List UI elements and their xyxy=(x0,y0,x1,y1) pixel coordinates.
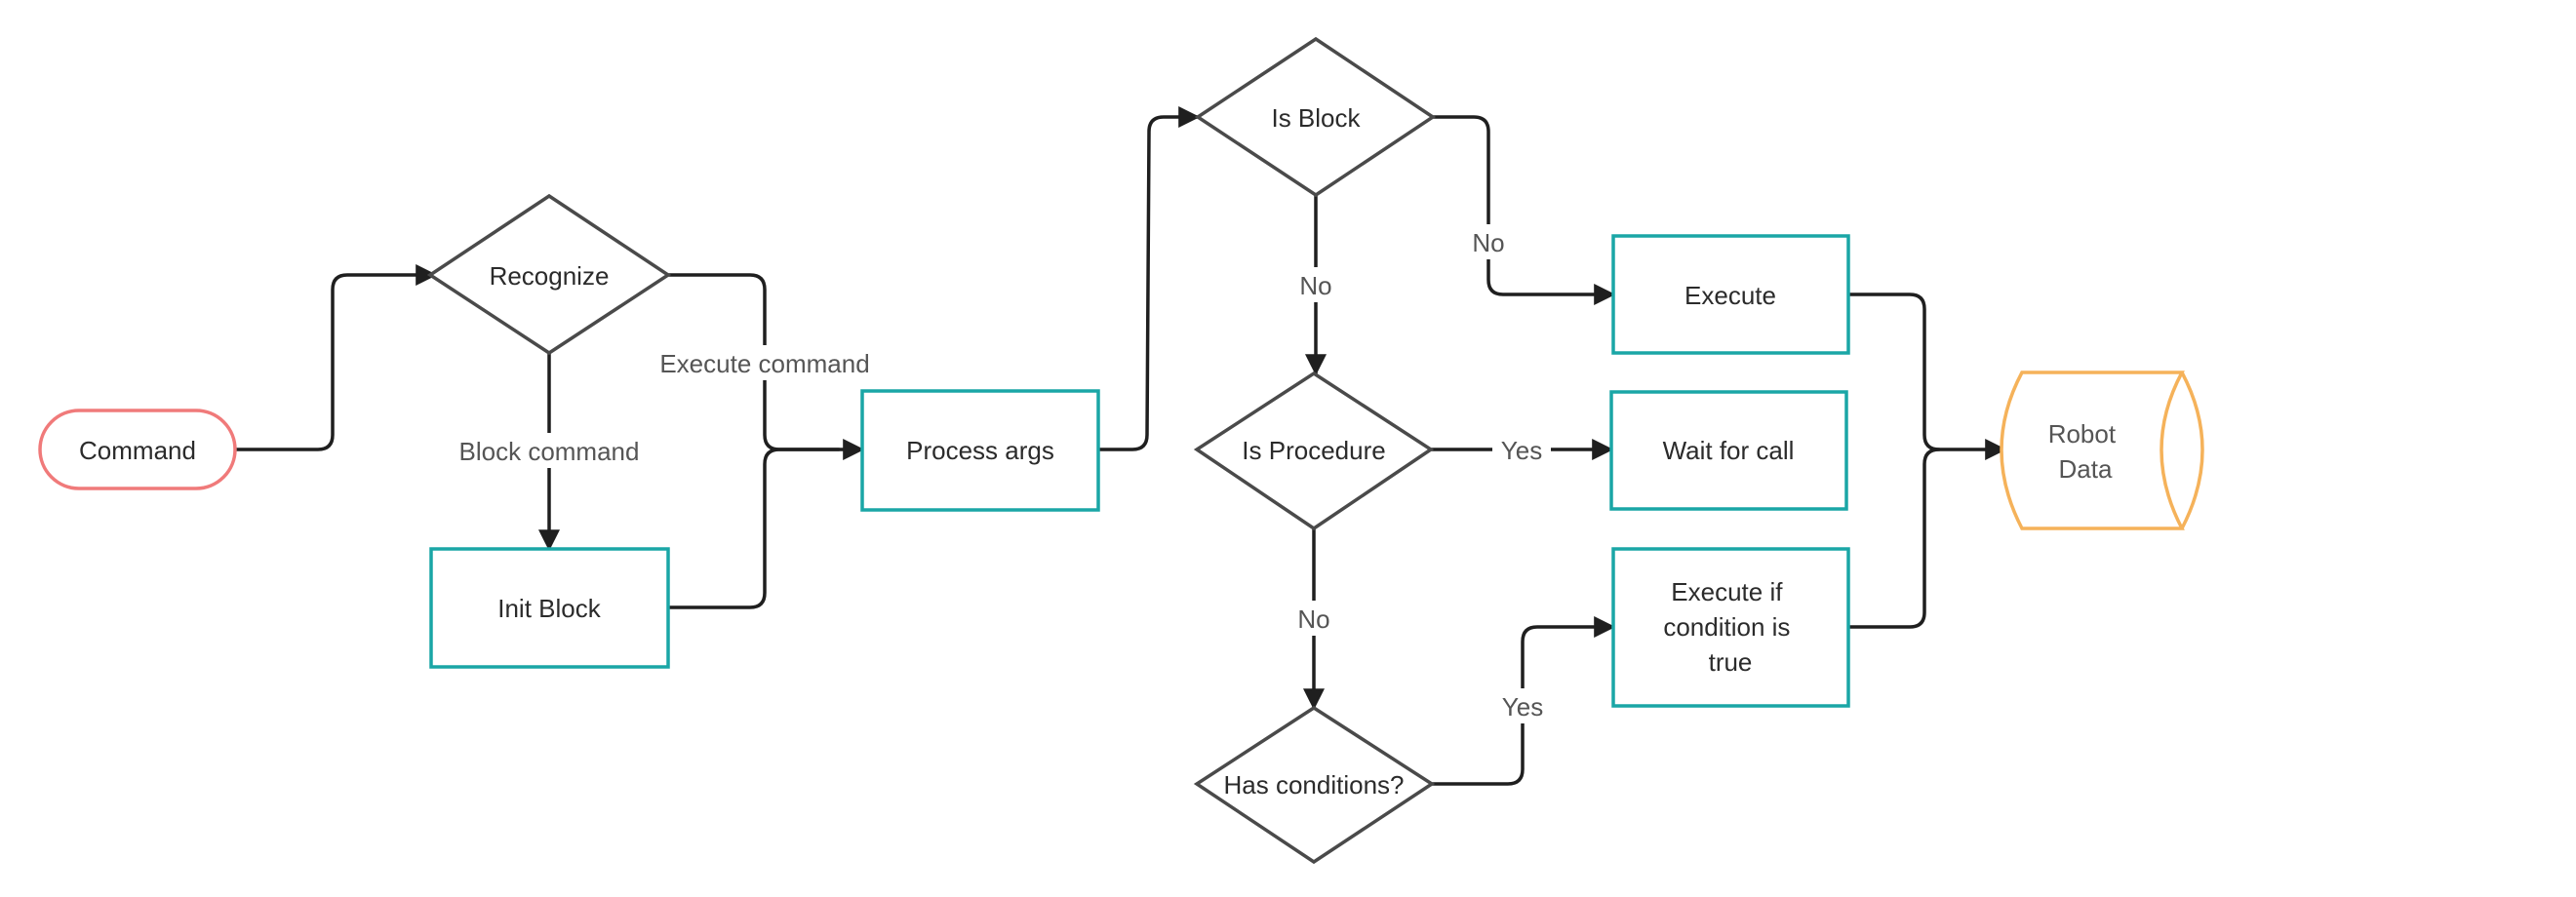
node-is-block-label: Is Block xyxy=(1271,103,1361,133)
node-execute-if-line-2: condition is xyxy=(1663,612,1790,642)
edge-label-is-block-no-right: No xyxy=(1472,228,1504,257)
node-process-args-label: Process args xyxy=(906,436,1054,465)
node-init-block-label: Init Block xyxy=(497,594,601,623)
edge-label-is-block-no-down: No xyxy=(1299,271,1331,300)
node-is-procedure[interactable]: Is Procedure xyxy=(1193,370,1435,531)
data-storage-curve xyxy=(2180,371,2204,529)
decision-diamond-shape xyxy=(1193,705,1436,865)
edge-label-procedure-yes: Yes xyxy=(1501,436,1542,465)
node-recognize-label: Recognize xyxy=(490,261,610,291)
data-storage-shape xyxy=(2000,370,2185,530)
node-has-conditions-label: Has conditions? xyxy=(1224,770,1405,800)
node-robot-data-label: Robot Data xyxy=(2048,419,2123,484)
node-execute-if-label: Execute if condition is true xyxy=(1663,577,1797,677)
node-robot-data-line-2: Data xyxy=(2059,454,2113,484)
edge-init-block-to-process-args xyxy=(666,448,841,609)
edge-labels: Block command Execute command No No Yes … xyxy=(447,224,1552,723)
process-box-shape xyxy=(429,547,670,669)
node-execute-if-line-3: true xyxy=(1709,647,1753,677)
edge-process-args-to-is-block xyxy=(1096,106,1201,451)
process-box-shape xyxy=(1611,234,1850,355)
node-command[interactable]: Command xyxy=(38,409,237,490)
node-recognize[interactable]: Recognize xyxy=(426,193,672,356)
node-wait-for-call[interactable]: Wait for call xyxy=(1609,390,1848,511)
edge-label-conditions-yes: Yes xyxy=(1502,692,1543,722)
node-robot-data[interactable]: Robot Data xyxy=(2000,370,2204,530)
node-is-procedure-label: Is Procedure xyxy=(1242,436,1385,465)
node-robot-data-line-1: Robot xyxy=(2048,419,2117,448)
node-command-label: Command xyxy=(79,436,196,465)
process-box-shape xyxy=(1609,390,1848,511)
edge-execute-to-robot-data xyxy=(1846,292,2007,460)
decision-diamond-shape xyxy=(1193,370,1435,531)
edge-command-to-recognize xyxy=(233,264,438,451)
decision-diamond-shape xyxy=(1194,36,1437,198)
edge-label-procedure-no: No xyxy=(1297,604,1329,634)
node-process-args[interactable]: Process args xyxy=(860,389,1100,512)
node-execute-if-line-1: Execute if xyxy=(1671,577,1783,606)
edge-label-execute-command: Execute command xyxy=(659,349,869,378)
node-execute[interactable]: Execute xyxy=(1611,234,1850,355)
node-init-block[interactable]: Init Block xyxy=(429,547,670,669)
node-execute-if[interactable]: Execute if condition is true xyxy=(1611,547,1850,708)
edge-label-block-command: Block command xyxy=(459,437,640,466)
node-is-block[interactable]: Is Block xyxy=(1194,36,1437,198)
process-box-shape xyxy=(1611,547,1850,708)
node-has-conditions[interactable]: Has conditions? xyxy=(1193,705,1436,865)
edge-execute-if-to-robot-data xyxy=(1846,448,1941,629)
node-execute-label: Execute xyxy=(1684,281,1776,310)
decision-diamond-shape xyxy=(426,193,672,356)
edge-is-block-to-execute xyxy=(1431,115,1616,305)
process-box-shape xyxy=(860,389,1100,512)
start-terminal-shape xyxy=(38,409,237,490)
node-wait-for-call-label: Wait for call xyxy=(1663,436,1795,465)
